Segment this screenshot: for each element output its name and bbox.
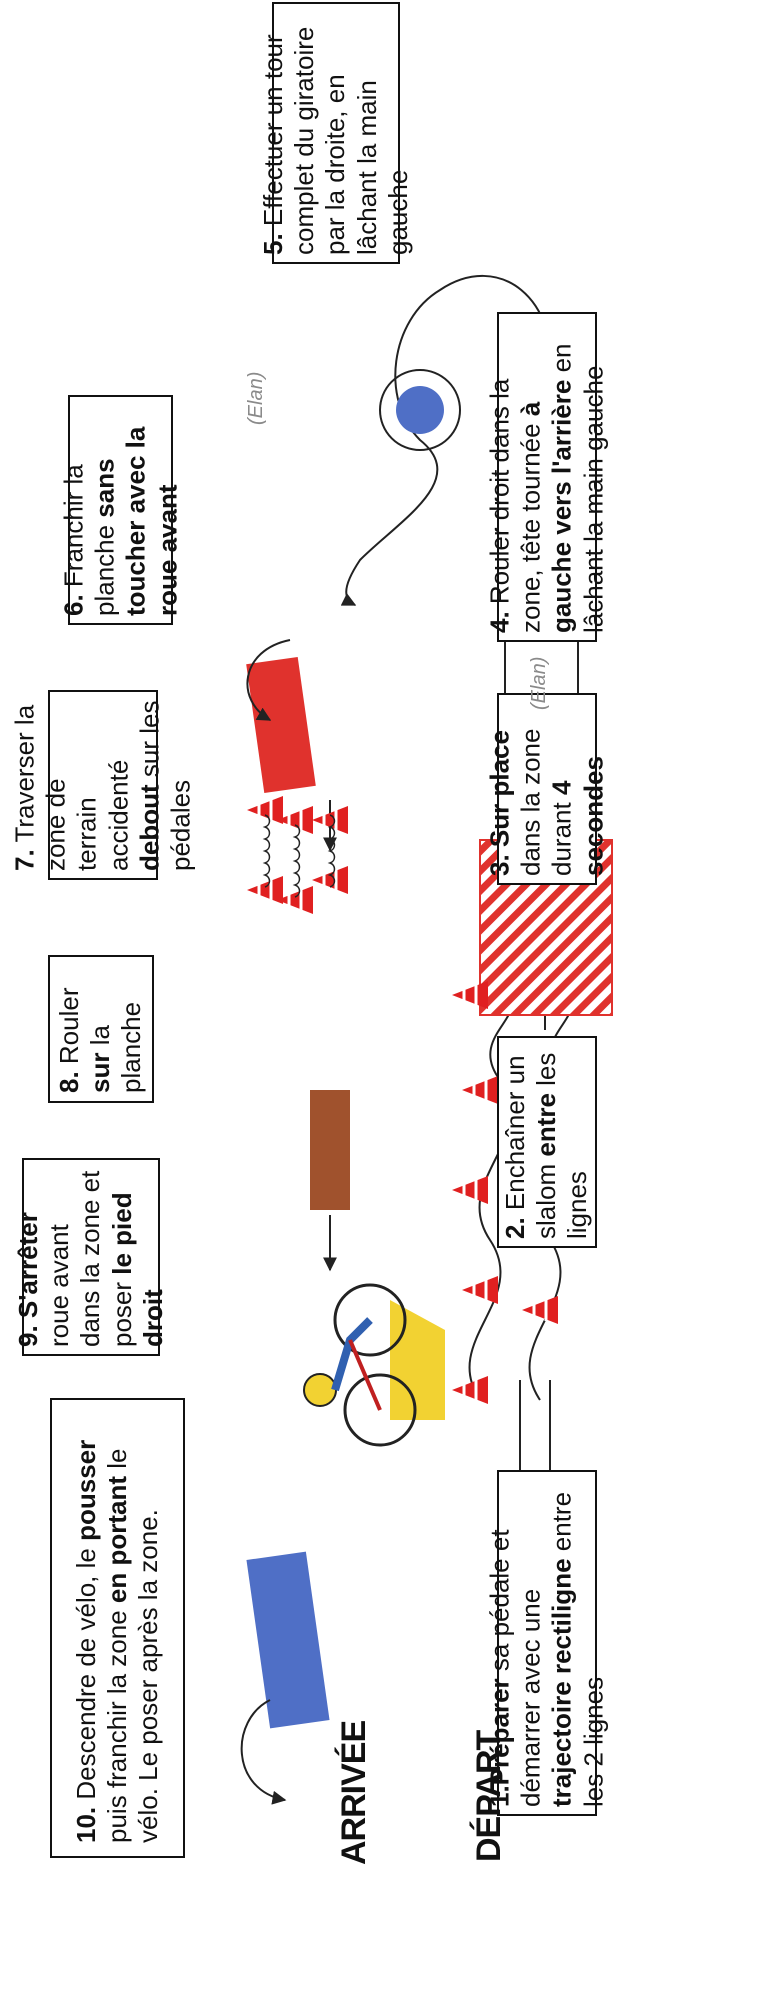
roundabout-center bbox=[396, 386, 444, 434]
board-jump-arrow bbox=[246, 639, 291, 721]
traffic-cone-icon bbox=[312, 806, 348, 834]
elan-label-1: (Elan) bbox=[245, 371, 267, 425]
step-text-part: pousser bbox=[70, 1439, 101, 1541]
step-text-part: Effectuer un tour complet du giratoire p… bbox=[258, 26, 413, 255]
step-text-part: dans la zone durant bbox=[515, 728, 577, 876]
step-number: 2. bbox=[500, 1217, 531, 1239]
step-text-part: en portant bbox=[101, 1475, 132, 1604]
step-3-text: 3. Sur place dans la zone durant 4 secon… bbox=[485, 702, 610, 876]
arrivee-label: ARRIVÉE bbox=[335, 1720, 373, 1865]
step-8-box: 8. Rouler sur la planche bbox=[48, 955, 154, 1103]
step-text-part: S'arrêter bbox=[13, 1212, 44, 1326]
cyclist-icon bbox=[303, 1283, 417, 1447]
traffic-cone-icon bbox=[277, 806, 313, 834]
step-2-box: 2. Enchaîner un slalom entre les lignes bbox=[497, 1036, 597, 1248]
step-number: 8. bbox=[54, 1071, 85, 1093]
traffic-cone-icon bbox=[462, 1276, 498, 1304]
step-10-box: 10. Descendre de vélo, le pousser puis f… bbox=[50, 1398, 185, 1858]
cones-group bbox=[247, 796, 558, 1404]
step-number: 10. bbox=[70, 1806, 101, 1843]
spring-icon bbox=[327, 814, 336, 888]
spring-icon bbox=[292, 824, 301, 898]
step-number: 6. bbox=[58, 594, 89, 616]
step-4-text: 4. Rouler droit dans la zone, tête tourn… bbox=[484, 321, 610, 634]
step-text-part: Rouler bbox=[54, 987, 85, 1072]
step-1-box: 1.Préparer sa pédale et démarrer avec un… bbox=[485, 1470, 608, 1816]
step-number: 5. bbox=[258, 233, 289, 255]
elan-label-2: (Elan) bbox=[528, 656, 550, 710]
step-text-part: puis franchir la zone bbox=[101, 1603, 132, 1843]
step-7-box: 7. Traverser la zone de terrain accident… bbox=[9, 690, 195, 880]
traffic-cone-icon bbox=[247, 796, 283, 824]
traffic-cone-icon bbox=[522, 1296, 558, 1324]
step-9-box: 9. S'arrêter roue avant dans la zone et … bbox=[13, 1158, 168, 1356]
step-text-part: debout bbox=[134, 784, 165, 871]
step-7-text: 7. Traverser la zone de terrain accident… bbox=[9, 699, 196, 871]
board-red bbox=[246, 657, 316, 793]
step-number: 4. bbox=[484, 611, 515, 633]
traffic-cone-icon bbox=[312, 866, 348, 894]
step-2-text: 2. Enchaîner un slalom entre les lignes bbox=[500, 1045, 594, 1239]
step-text-part: sur bbox=[85, 1052, 116, 1093]
stop-zone-yellow bbox=[390, 1300, 445, 1420]
spring-icon bbox=[262, 814, 271, 888]
roundabout-outline bbox=[379, 369, 461, 451]
arrivee-arrow bbox=[240, 1699, 287, 1805]
step-text-part: Traverser la zone de terrain accidenté bbox=[9, 704, 133, 871]
step-6-text: 6. Franchir la planche sans toucher avec… bbox=[58, 404, 183, 616]
step-3-box: 3. Sur place dans la zone durant 4 secon… bbox=[485, 693, 608, 885]
depart-label: DÉPART bbox=[470, 1730, 508, 1862]
step-text-part: Rouler droit dans la zone, tête tournée bbox=[484, 378, 546, 633]
step-number: 3. bbox=[484, 854, 515, 876]
step-text-part: Descendre de vélo, le bbox=[70, 1540, 101, 1807]
step-4-box: 4. Rouler droit dans la zone, tête tourn… bbox=[485, 312, 608, 642]
step-5-text: 5. Effectuer un tour complet du giratoir… bbox=[258, 11, 414, 255]
traffic-cone-icon bbox=[247, 876, 283, 904]
step-text-part: Sur place bbox=[484, 730, 515, 855]
traffic-cone-icon bbox=[277, 886, 313, 914]
step-number: 7. bbox=[9, 849, 40, 871]
step-9-text: 9. S'arrêter roue avant dans la zone et … bbox=[13, 1167, 169, 1347]
traffic-cone-icon bbox=[462, 1076, 498, 1104]
traffic-cone-icon bbox=[452, 1376, 488, 1404]
step-5-box: 5. Effectuer un tour complet du giratoir… bbox=[258, 2, 413, 264]
springs-group bbox=[262, 814, 336, 898]
board-brown bbox=[310, 1090, 350, 1210]
step-6-box: 6. Franchir la planche sans toucher avec… bbox=[58, 395, 182, 625]
step-10-text: 10. Descendre de vélo, le pousser puis f… bbox=[71, 1413, 165, 1843]
step-text-part: trajectoire rectiligne bbox=[547, 1558, 577, 1807]
step-8-text: 8. Rouler sur la planche bbox=[54, 965, 148, 1093]
step-text-part: entre bbox=[531, 1093, 562, 1157]
board-blue bbox=[246, 1551, 330, 1729]
traffic-cone-icon bbox=[452, 1176, 488, 1204]
step-number: 9. bbox=[13, 1325, 44, 1347]
traffic-cone-icon bbox=[452, 981, 488, 1009]
